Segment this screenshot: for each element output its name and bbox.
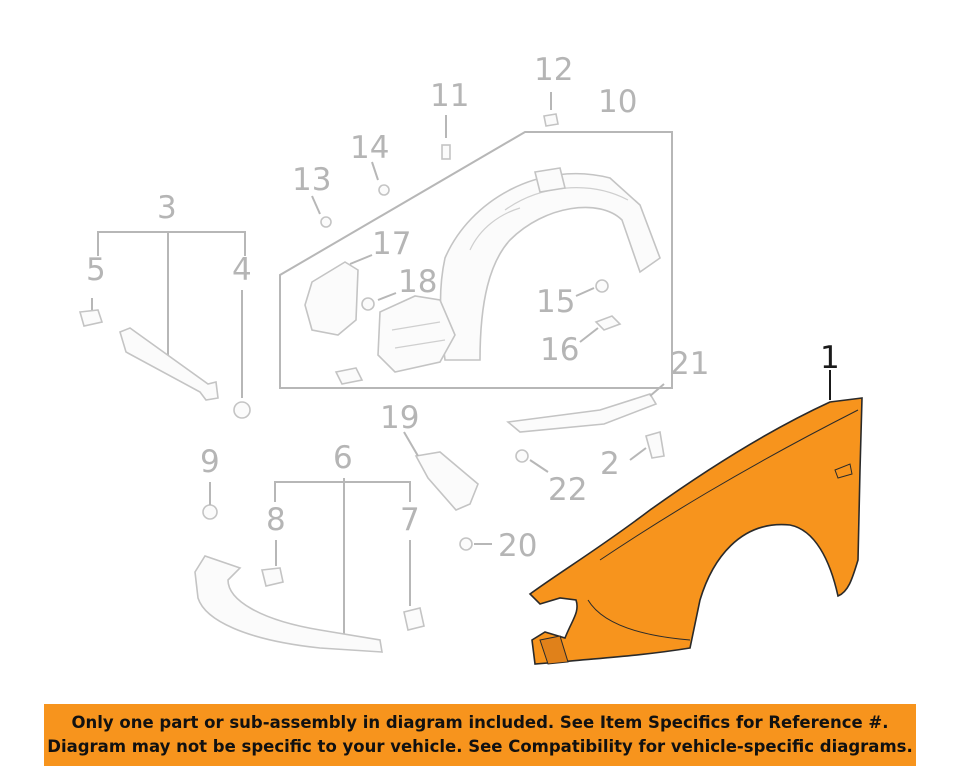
- callout-4: 4: [232, 252, 252, 288]
- disclaimer-banner: Only one part or sub-assembly in diagram…: [44, 704, 916, 766]
- clip-20: [459, 537, 473, 551]
- bolt-2: [629, 430, 665, 461]
- splash-shield: [377, 295, 456, 373]
- callout-19: 19: [380, 400, 419, 436]
- disclaimer-line-1: Only one part or sub-assembly in diagram…: [71, 713, 889, 732]
- bolt-9: [202, 482, 218, 520]
- group-6-bracket: [274, 481, 411, 502]
- callout-1: 1: [820, 340, 840, 376]
- clip-18: [361, 297, 375, 311]
- liner-bracket: [304, 261, 359, 336]
- clip-13: [320, 216, 332, 228]
- group-3-bracket: [97, 231, 246, 256]
- fender-trim-strip: [194, 555, 383, 653]
- parts-diagram: 1 2 3 4 5 6 7 8 9 10 11 12 13 14 15 16 1…: [78, 52, 863, 665]
- clip-16: [594, 315, 622, 331]
- liner-group-box: [279, 131, 673, 389]
- callout-21: 21: [670, 346, 709, 382]
- clip-12: [543, 113, 559, 127]
- fender-part: [528, 370, 863, 665]
- callout-9: 9: [200, 444, 220, 480]
- bolt-11: [441, 115, 451, 160]
- callout-12: 12: [534, 52, 573, 88]
- callout-20: 20: [498, 528, 537, 564]
- callout-2: 2: [600, 446, 620, 482]
- disclaimer-line-2: Diagram may not be specific to your vehi…: [47, 737, 913, 756]
- callout-3: 3: [157, 190, 177, 226]
- callout-16: 16: [540, 332, 579, 368]
- callout-17: 17: [372, 226, 411, 262]
- clip-5: [78, 309, 104, 327]
- liner-clip-small: [334, 367, 364, 385]
- nut-4: [233, 401, 251, 419]
- callout-6: 6: [333, 440, 353, 476]
- callout-18: 18: [398, 264, 437, 300]
- callout-11: 11: [430, 78, 469, 114]
- callout-22: 22: [548, 472, 587, 508]
- callout-15: 15: [536, 284, 575, 320]
- callout-7: 7: [400, 502, 420, 538]
- clip-8: [261, 567, 284, 587]
- clip-22: [515, 449, 529, 463]
- seal-21: [506, 393, 658, 433]
- callout-10: 10: [598, 84, 637, 120]
- clip-14: [378, 184, 390, 196]
- bracket-19: [414, 451, 479, 511]
- callout-5: 5: [86, 252, 106, 288]
- callout-14: 14: [350, 130, 389, 166]
- callout-8: 8: [266, 502, 286, 538]
- clip-7: [403, 607, 425, 631]
- support-rod: [119, 327, 219, 401]
- callout-13: 13: [292, 162, 331, 198]
- bolt-15: [595, 279, 609, 293]
